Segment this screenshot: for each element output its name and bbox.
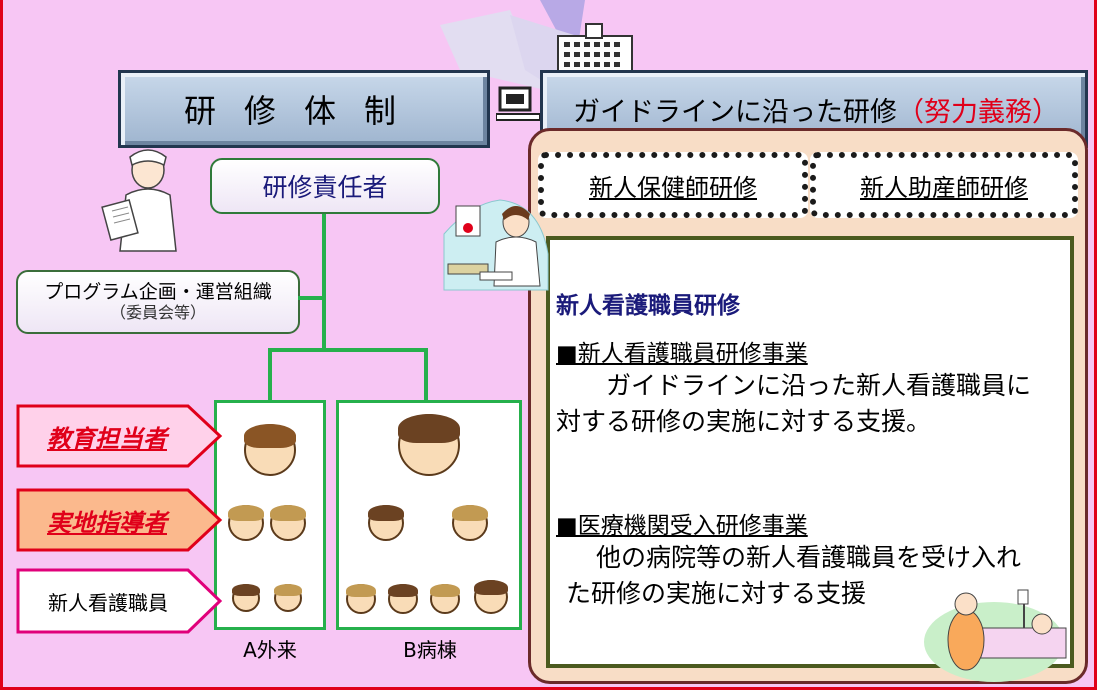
new-staff-face-icon bbox=[474, 580, 508, 614]
unit-b-label: B病棟 bbox=[403, 638, 457, 662]
new-staff-face-icon bbox=[232, 584, 260, 612]
bedside-care-illustration bbox=[924, 589, 1067, 682]
new-nurse-training-heading: 新人看護職員研修 bbox=[556, 293, 740, 319]
practical-instructor-face-icon bbox=[270, 505, 306, 541]
new-staff-arrow-shape bbox=[16, 568, 223, 634]
educator-face-icon bbox=[398, 414, 460, 476]
new-staff-face-icon bbox=[430, 584, 460, 614]
practical-instructor-face-icon bbox=[452, 505, 488, 541]
program-organization-box: プログラム企画・運営組織 （委員会等） bbox=[16, 270, 300, 334]
training-system-title: 研修体制 bbox=[118, 70, 490, 148]
training-responsible-label: 研修責任者 bbox=[262, 173, 388, 202]
practical-instructor-label: 実地指導者 bbox=[47, 508, 167, 537]
section2-body: 他の病院等の新人看護職員を受け入れた研修の実施に対する支援 bbox=[566, 543, 1022, 608]
nurse-illustration bbox=[101, 149, 177, 252]
midwife-training-box: 新人助産師研修 bbox=[810, 152, 1078, 218]
researcher-illustration bbox=[443, 199, 549, 291]
training-responsible-box: 研修責任者 bbox=[210, 158, 440, 214]
unit-a-label: A外来 bbox=[243, 638, 297, 662]
connector-to-unit-b bbox=[424, 348, 428, 402]
program-organization-label: プログラム企画・運営組織 bbox=[44, 280, 272, 303]
computer-icon bbox=[496, 86, 541, 121]
guideline-title-main: ガイドラインに沿った研修 bbox=[573, 96, 897, 128]
connector-vertical-main bbox=[322, 214, 326, 350]
connector-horizontal bbox=[268, 348, 428, 352]
connector-to-unit-a bbox=[268, 348, 272, 402]
committee-label: （委員会等） bbox=[109, 302, 206, 322]
new-staff-label: 新人看護職員 bbox=[48, 590, 168, 615]
training-system-title-text: 研修体制 bbox=[183, 92, 424, 130]
practical-instructor-arrow-shape bbox=[16, 488, 223, 552]
educator-label: 教育担当者 bbox=[47, 424, 167, 453]
educator-arrow-shape bbox=[16, 404, 223, 468]
new-nurse-training-box bbox=[546, 236, 1074, 668]
midwife-training-label: 新人助産師研修 bbox=[860, 173, 1028, 202]
practical-instructor-face-icon bbox=[368, 505, 404, 541]
public-health-nurse-training-box: 新人保健師研修 bbox=[538, 152, 808, 218]
new-staff-face-icon bbox=[388, 584, 418, 614]
educator-face-icon bbox=[244, 424, 296, 476]
effort-obligation-label: （努力義務） bbox=[897, 96, 1059, 128]
new-staff-face-icon bbox=[274, 584, 302, 612]
building-icon bbox=[557, 23, 633, 73]
section1-title: ■新人看護職員研修事業 bbox=[556, 341, 808, 367]
section1-body: ガイドラインに沿った新人看護職員に対する研修の実施に対する支援。 bbox=[556, 371, 1032, 436]
practical-instructor-face-icon bbox=[228, 505, 264, 541]
connector-to-program bbox=[298, 296, 324, 300]
new-staff-face-icon bbox=[346, 584, 376, 614]
public-health-nurse-training-label: 新人保健師研修 bbox=[589, 173, 757, 202]
section2-title: ■医療機関受入研修事業 bbox=[556, 513, 808, 539]
